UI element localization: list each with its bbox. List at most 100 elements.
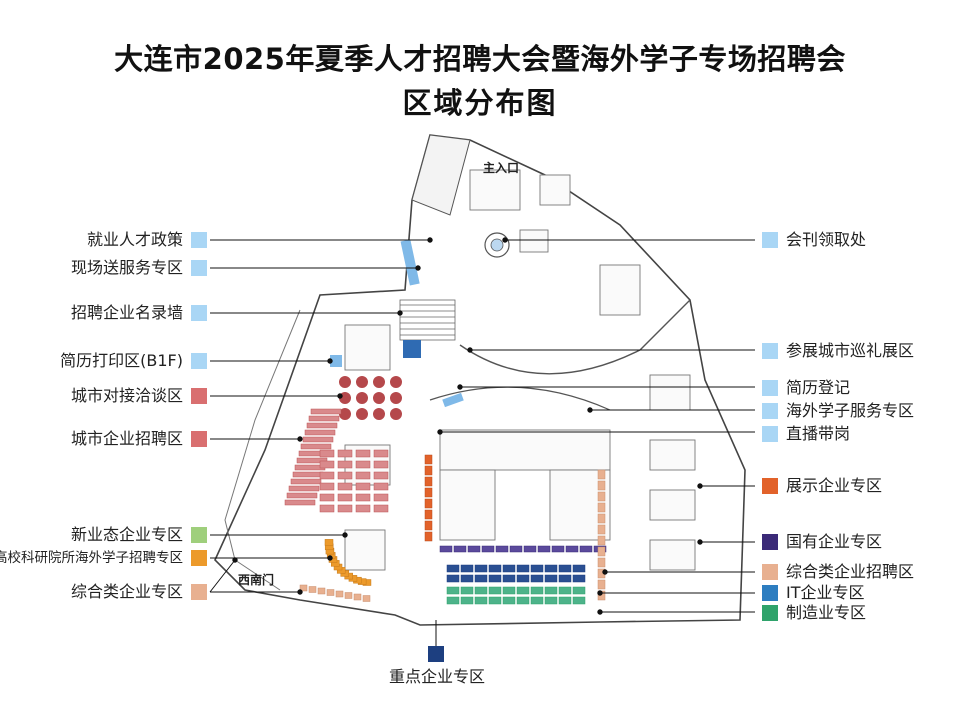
legend-swatch-city-tour: [762, 343, 778, 359]
booth: [516, 596, 530, 605]
legend-swatch-city-matching: [191, 388, 207, 404]
state-owned-booths: [439, 545, 607, 553]
booth: [424, 498, 433, 509]
booth: [530, 574, 544, 583]
booth: [355, 471, 371, 480]
booth: [324, 539, 334, 546]
booth: [373, 504, 389, 513]
booth: [474, 564, 488, 573]
leader-lines: [209, 237, 755, 615]
legend-resume-print: 简历打印区(B1F): [60, 351, 183, 370]
booth: [319, 471, 335, 480]
legend-comprehensive-recruit: 综合类企业招聘区: [786, 562, 915, 581]
booth: [565, 545, 579, 553]
southwest-gate-label: 西南门: [238, 573, 275, 587]
booth: [597, 469, 606, 480]
map-title-line2: 区域分布图: [402, 86, 558, 120]
rotunda: [484, 232, 510, 258]
booth: [495, 545, 509, 553]
legend-swatch-showcase: [762, 478, 778, 494]
booth: [290, 478, 322, 485]
leader-dot: [297, 436, 303, 442]
booth: [597, 491, 606, 502]
legend-swatch-city-recruit: [191, 431, 207, 447]
legend-manufacturing: 制造业专区: [786, 603, 867, 622]
booth: [597, 546, 606, 557]
legend-swatch-manufacturing: [762, 605, 778, 621]
legend-resume-register: 简历登记: [786, 378, 851, 397]
leader-dot: [297, 589, 303, 595]
comprehensive-booths: [299, 469, 606, 602]
manufacturing-booths: [446, 586, 586, 605]
legend-swatch-key-enterprise: [428, 646, 444, 662]
booth: [319, 460, 335, 469]
booth: [502, 564, 516, 573]
booth: [302, 436, 334, 443]
booth: [530, 586, 544, 595]
booth: [544, 564, 558, 573]
booth: [319, 493, 335, 502]
booth: [292, 471, 324, 478]
round-table: [373, 376, 385, 388]
legend-swatch-new-business: [191, 527, 207, 543]
legend-onsite-service: 现场送服务专区: [70, 258, 183, 277]
booth: [424, 520, 433, 531]
booth: [337, 504, 353, 513]
round-table: [356, 392, 368, 404]
booth: [439, 545, 453, 553]
legend-swatch-comprehensive: [191, 584, 207, 600]
booth: [523, 545, 537, 553]
city-matching-tables: [339, 376, 402, 420]
booth: [474, 574, 488, 583]
leader-dot: [337, 393, 343, 399]
booth: [453, 545, 467, 553]
booth: [355, 460, 371, 469]
booth: [597, 502, 606, 513]
booth: [446, 596, 460, 605]
booth: [355, 493, 371, 502]
round-table: [373, 392, 385, 404]
legend-city-recruit: 城市企业招聘区: [70, 429, 183, 448]
booth: [353, 593, 362, 601]
booth: [597, 535, 606, 546]
booth: [597, 480, 606, 491]
leader-line: [209, 559, 236, 593]
booth: [424, 487, 433, 498]
booth: [460, 596, 474, 605]
legend-swatch-onsite-service: [191, 260, 207, 276]
booth: [355, 449, 371, 458]
booth: [446, 586, 460, 595]
info-board: [403, 340, 421, 358]
legend-new-business: 新业态企业专区: [70, 525, 183, 544]
booth: [306, 422, 338, 429]
booth: [373, 460, 389, 469]
leader-dot: [597, 609, 603, 615]
round-table: [373, 408, 385, 420]
round-table: [390, 376, 402, 388]
legend-university: 高校科研院所海外学子招聘专区: [0, 550, 183, 566]
round-table: [390, 408, 402, 420]
showcase-booths: [424, 454, 433, 542]
main-entrance-label: 主入口: [483, 161, 520, 175]
key-enterprise-booths: [446, 564, 586, 583]
booth: [572, 586, 586, 595]
round-table: [339, 408, 351, 420]
legend-swatch-overseas-service: [762, 403, 778, 419]
booth: [537, 545, 551, 553]
booth: [362, 595, 371, 602]
legend-company-wall: 招聘企业名录墙: [70, 303, 183, 322]
round-table: [356, 408, 368, 420]
booth: [530, 596, 544, 605]
leader-dot: [467, 347, 473, 353]
booth: [337, 482, 353, 491]
legend-swatch-catalog: [762, 232, 778, 248]
booth: [300, 443, 332, 450]
booth: [544, 596, 558, 605]
inner-west-wall: [224, 309, 301, 591]
round-table: [356, 376, 368, 388]
booth: [335, 590, 344, 598]
legend-swatch-it: [762, 585, 778, 601]
booth: [288, 485, 320, 492]
booth: [597, 579, 606, 590]
